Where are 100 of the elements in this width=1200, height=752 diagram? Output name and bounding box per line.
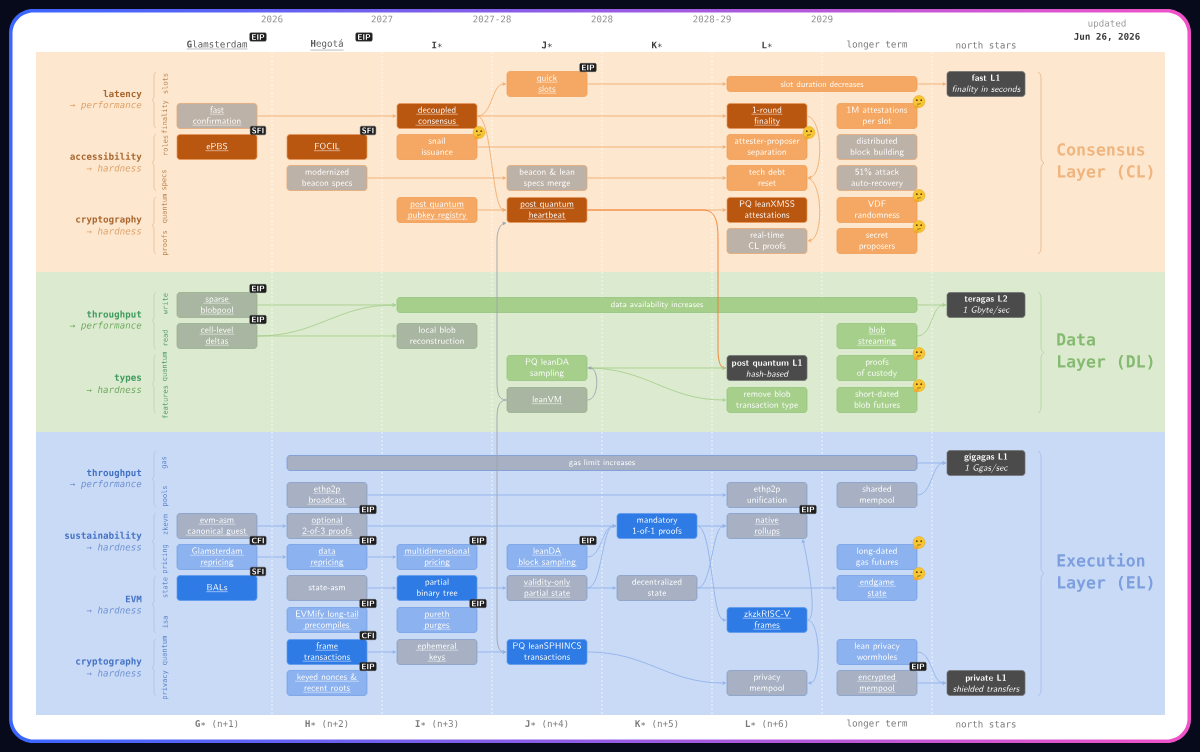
tag-badge: SFI <box>250 125 266 136</box>
item-box: mandatory 1-of-1 proofs <box>616 513 698 539</box>
arrow <box>806 177 821 242</box>
item-box: BALs <box>176 575 258 601</box>
category-label: cryptography <box>76 657 142 667</box>
timeline-bar: gas limit increases <box>286 455 918 471</box>
category-label: EVM <box>125 595 142 603</box>
column-footer: K∗ (n+5) <box>635 719 678 729</box>
item-box: PQ leanDA sampling <box>506 355 588 381</box>
category-label: cryptography <box>76 215 142 225</box>
tag-badge: EIP <box>469 599 487 608</box>
category-label: types <box>114 374 142 383</box>
category-note: → hardness <box>86 385 142 394</box>
arrow <box>586 524 617 589</box>
tag-badge: CFI <box>359 631 377 640</box>
tag-badge: EIP <box>469 536 487 545</box>
item-box: tech debt reset <box>726 165 808 191</box>
item-box: leanVM <box>506 387 588 413</box>
item-box: distributed block building <box>836 134 918 160</box>
arrow <box>801 539 813 621</box>
goal-box: private L1 shielded transfers <box>946 670 1026 696</box>
category-label: throughput <box>86 469 142 478</box>
arrow <box>496 399 508 654</box>
column-footer: J∗ (n+4) <box>525 719 568 729</box>
item-box: cell-level deltas <box>176 323 258 349</box>
year-label: 2029 <box>811 15 833 23</box>
item-box: decentralized state <box>616 575 698 601</box>
category-note: → hardness <box>86 669 142 677</box>
arrow <box>366 176 507 180</box>
item-box: long-dated gas futures <box>836 544 918 570</box>
item-box: PQ leanXMSS attestations <box>726 197 808 223</box>
column-footer: H∗ (n+2) <box>305 719 348 729</box>
arrow <box>916 461 947 496</box>
item-box: remove blob transaction type <box>726 387 808 413</box>
arrow <box>256 114 397 118</box>
date-label: Jun 26, 2026 <box>1074 32 1140 42</box>
item-box: short-dated blob futures <box>836 387 918 413</box>
item-box: sharded mempool <box>836 482 918 508</box>
goal-box: gigagas L1 1 Ggas/sec <box>946 450 1026 476</box>
arrow <box>916 82 947 86</box>
item-box: leanDA block sampling <box>506 544 588 570</box>
goal-box: post quantum L1 hash-based <box>726 355 808 381</box>
arrow <box>476 208 507 212</box>
item-box: real-time CL proofs <box>726 228 808 254</box>
tag-badge: EIP <box>579 536 597 545</box>
column-header: Hegotá <box>310 39 344 51</box>
item-box: secret proposers <box>836 228 918 254</box>
year-label: 2028-29 <box>693 15 731 23</box>
tag-badge: CFI <box>249 536 267 545</box>
item-box: partial binary tree <box>396 575 478 601</box>
year-label: 2028 <box>591 15 613 23</box>
tag-badge: EIP <box>799 505 817 514</box>
arrow <box>586 366 598 401</box>
arrow <box>696 525 727 622</box>
item-box: zkzkRISC-V frames <box>726 607 808 633</box>
arrow <box>696 524 727 589</box>
item-box: decoupled consensus <box>396 103 478 129</box>
category-label: accessibility <box>70 152 142 162</box>
item-box: ePBS <box>176 134 258 160</box>
category-note: → hardness <box>86 164 142 172</box>
item-box: data repricing <box>286 544 368 570</box>
arrow <box>586 82 727 86</box>
tag-badge: EIP <box>909 662 927 671</box>
column-footer: north stars <box>956 720 1016 728</box>
category-label: sustainability <box>65 531 142 541</box>
category-note: → performance <box>70 101 142 110</box>
arrow <box>806 115 821 179</box>
item-box: keyed nonces & recent roots <box>286 670 368 696</box>
column-header: north stars <box>956 41 1016 49</box>
item-box: proofs of custody <box>836 355 918 381</box>
item-box: beacon & lean specs merge <box>506 165 588 191</box>
goal-box: fast L1 finality in seconds <box>946 71 1026 97</box>
goal-box: teragas L2 1 Gbyte/sec <box>946 292 1026 318</box>
arrow <box>586 367 727 402</box>
status-label: updated <box>1088 19 1126 29</box>
arrow <box>476 145 727 149</box>
item-box: validity-only partial state <box>506 575 588 601</box>
year-label: 2026 <box>261 15 283 23</box>
column-header: K∗ <box>652 41 662 49</box>
arrow <box>916 303 947 337</box>
item-box: encrypted mempool <box>836 670 918 696</box>
category-label: throughput <box>86 310 142 320</box>
tag-badge: EIP <box>249 284 267 293</box>
item-box: 1-round finality <box>726 103 808 129</box>
item-box: FOCIL <box>286 134 368 160</box>
category-note: → hardness <box>86 227 142 235</box>
column-footer: G∗ (n+1) <box>195 719 238 729</box>
arrow <box>586 176 727 180</box>
column-footer: L∗ (n+6) <box>745 719 788 729</box>
item-box: state-asm <box>286 575 368 601</box>
arrow <box>916 681 947 685</box>
item-box: native rollups <box>726 513 808 539</box>
item-box: PQ leanSPHINCS transactions <box>506 639 588 665</box>
tag-badge: EIP <box>359 505 377 514</box>
category-note: → performance <box>70 321 142 331</box>
arrow <box>476 114 727 118</box>
column-header: J∗ <box>541 41 552 49</box>
timeline-bar: slot duration decreases <box>726 76 918 92</box>
tag-badge: EIP <box>359 536 377 545</box>
tag-badge: EIP <box>355 32 373 42</box>
